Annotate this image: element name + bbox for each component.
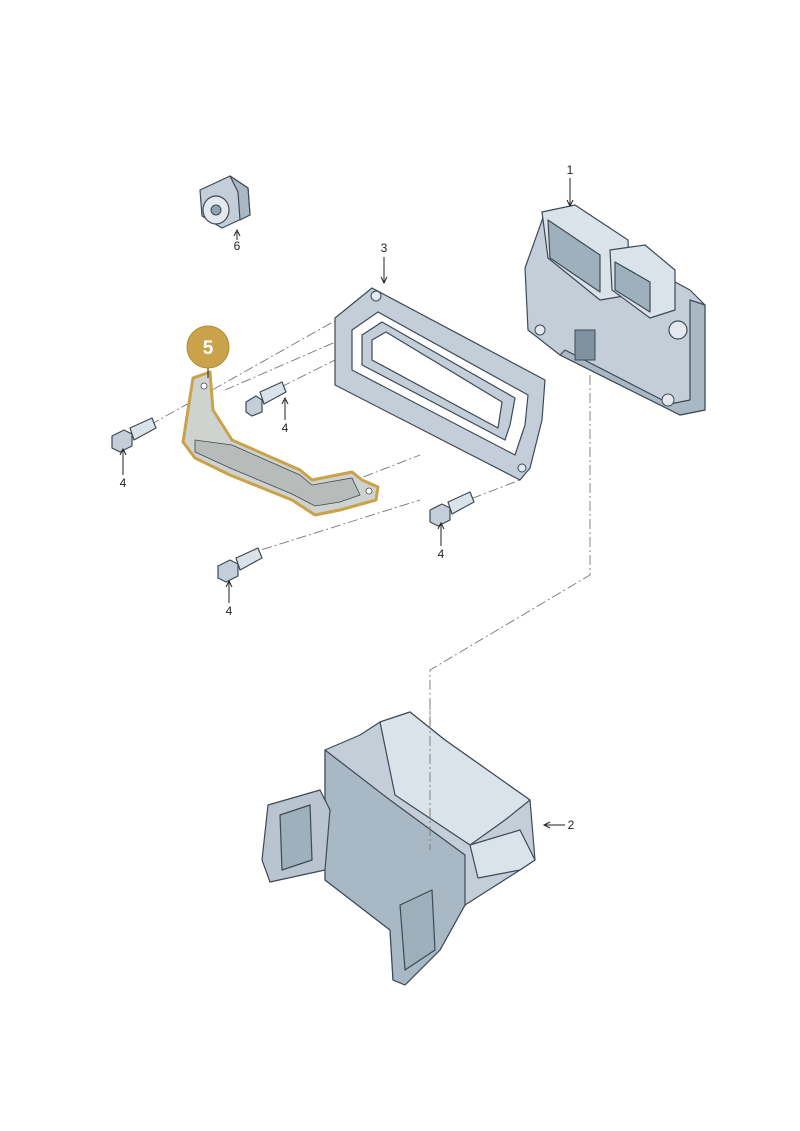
control-unit-icon — [524, 204, 706, 416]
bolt-icon-right — [429, 491, 475, 527]
bolt-icon-left — [111, 417, 157, 453]
bolt-icon-bottom — [217, 547, 263, 583]
bolt-icon-top — [245, 381, 287, 417]
grommet-icon — [199, 175, 251, 229]
bracket-housing-icon — [261, 700, 536, 986]
part-number-4-right: 4 — [438, 547, 445, 561]
part-number-4-left: 4 — [120, 476, 127, 490]
part-number-2: 2 — [568, 818, 575, 832]
holder-plate-icon — [181, 370, 380, 517]
part-number-3: 3 — [381, 241, 388, 255]
callout-badge[interactable]: 5 — [186, 325, 230, 369]
part-number-6: 6 — [234, 239, 241, 253]
callout-label: 5 — [203, 338, 214, 359]
leader-lines — [119, 178, 574, 829]
part-number-4-top: 4 — [282, 421, 289, 435]
part-number-4-bottom: 4 — [226, 604, 233, 618]
part-number-1: 1 — [567, 163, 574, 177]
mounting-frame-icon — [334, 287, 546, 481]
